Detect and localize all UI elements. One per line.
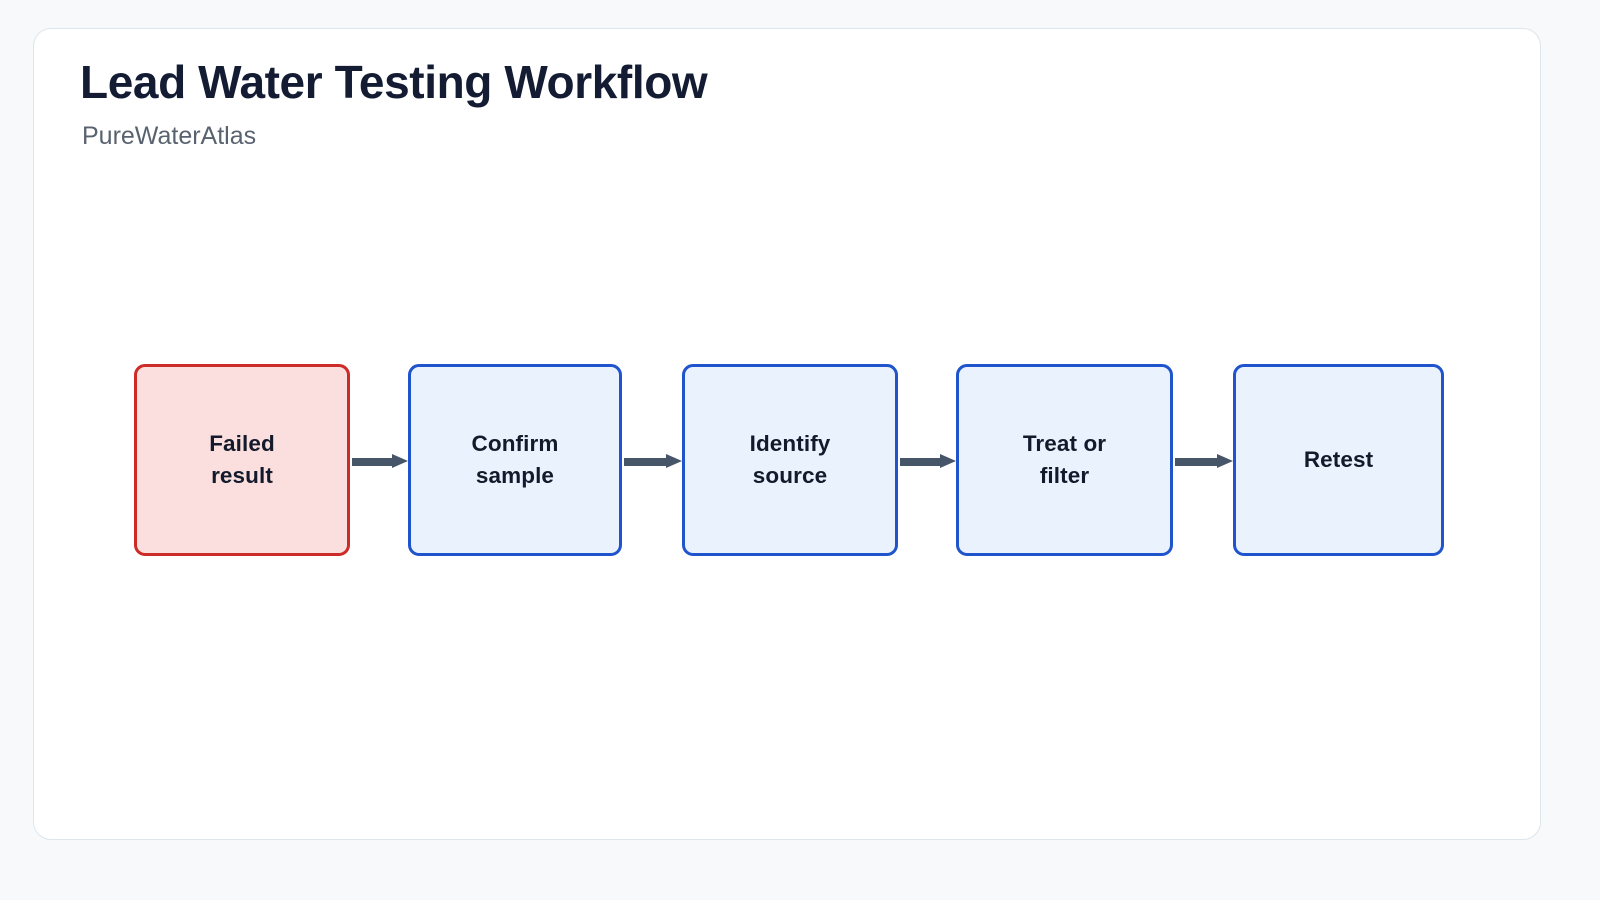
flow-node-identify-source[interactable]: Identify source: [682, 364, 898, 556]
flow-node-label: Identify source: [749, 431, 831, 488]
edge-shaft: [900, 458, 941, 466]
flow-node-label: Treat or filter: [1022, 431, 1107, 488]
flow-edge-confirm-sample-to-identify-source: [624, 454, 682, 468]
flow-node-label: Confirm sample: [471, 431, 559, 488]
flow-edge-failed-result-to-confirm-sample: [352, 454, 408, 468]
flow-node-treat-or-filter[interactable]: Treat or filter: [956, 364, 1173, 556]
flow-node-label: Failed result: [209, 431, 275, 488]
flow-edge-treat-or-filter-to-retest: [1175, 454, 1233, 468]
flow-node-label: Retest: [1303, 447, 1374, 472]
flow-node-failed-result[interactable]: Failed result: [134, 364, 350, 556]
arrowhead-icon: [1217, 454, 1233, 468]
page-subtitle: PureWaterAtlas: [82, 122, 257, 151]
edge-shaft: [352, 458, 393, 466]
card-header: Lead Water Testing Workflow PureWaterAtl…: [80, 55, 1460, 151]
diagram-card: Lead Water Testing Workflow PureWaterAtl…: [33, 28, 1541, 840]
edge-shaft: [1175, 458, 1218, 466]
flow-edge-identify-source-to-treat-or-filter: [900, 454, 956, 468]
flow-node-confirm-sample[interactable]: Confirm sample: [408, 364, 622, 556]
flow-node-retest[interactable]: Retest: [1233, 364, 1444, 556]
arrowhead-icon: [666, 454, 682, 468]
flowchart-canvas: Failed result Confirm sample Identify sour…: [34, 29, 1542, 841]
arrowhead-icon: [940, 454, 956, 468]
arrowhead-icon: [392, 454, 408, 468]
page-title: Lead Water Testing Workflow: [80, 56, 708, 108]
edge-shaft: [624, 458, 667, 466]
